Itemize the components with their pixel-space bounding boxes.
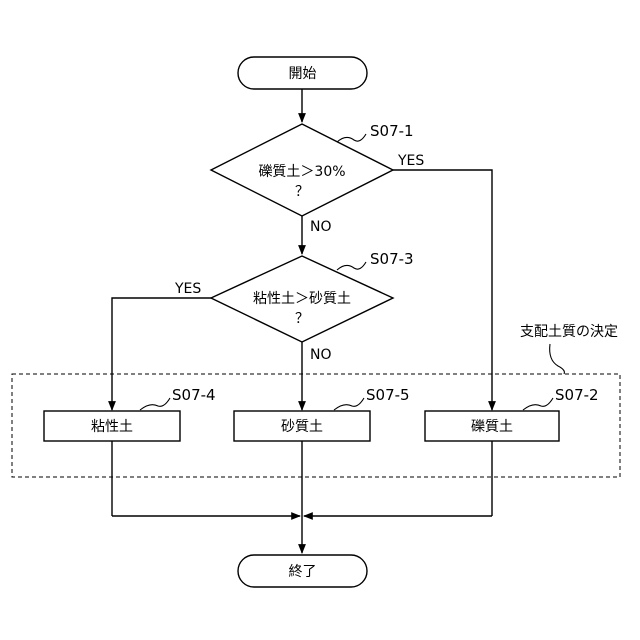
box-sand-step: S07-5 <box>366 386 410 404</box>
decision-1-line2: ？ <box>295 184 309 200</box>
decision-2-leader <box>337 262 366 270</box>
box-gravel-step: S07-2 <box>555 386 599 404</box>
group-label: 支配土質の決定 <box>520 324 618 340</box>
end-label: 終了 <box>289 564 317 580</box>
edge-d1-yes-label: YES <box>397 153 424 169</box>
box-clay-step: S07-4 <box>172 386 216 404</box>
box-sand-leader <box>334 398 364 410</box>
start-label: 開始 <box>289 66 317 82</box>
box-gravel-label: 礫質土 <box>471 419 513 435</box>
box-clay-leader <box>140 398 170 410</box>
box-gravel-leader <box>523 398 553 410</box>
decision-2-line1: 粘性土＞砂質土 <box>253 291 351 307</box>
decision-2-step: S07-3 <box>370 250 414 268</box>
decision-1-step: S07-1 <box>370 122 414 140</box>
box-clay-label: 粘性土 <box>91 419 133 435</box>
edge-d2-no-label: NO <box>310 347 332 363</box>
decision-2-line2: ？ <box>295 311 309 327</box>
edge-d1-no-label: NO <box>310 219 332 235</box>
decision-1-leader <box>337 134 366 142</box>
edge-d2-yes-label: YES <box>174 281 201 297</box>
group-leader <box>550 344 565 374</box>
decision-1-line1: 礫質土＞30% <box>258 164 345 180</box>
box-sand-label: 砂質土 <box>281 419 323 435</box>
